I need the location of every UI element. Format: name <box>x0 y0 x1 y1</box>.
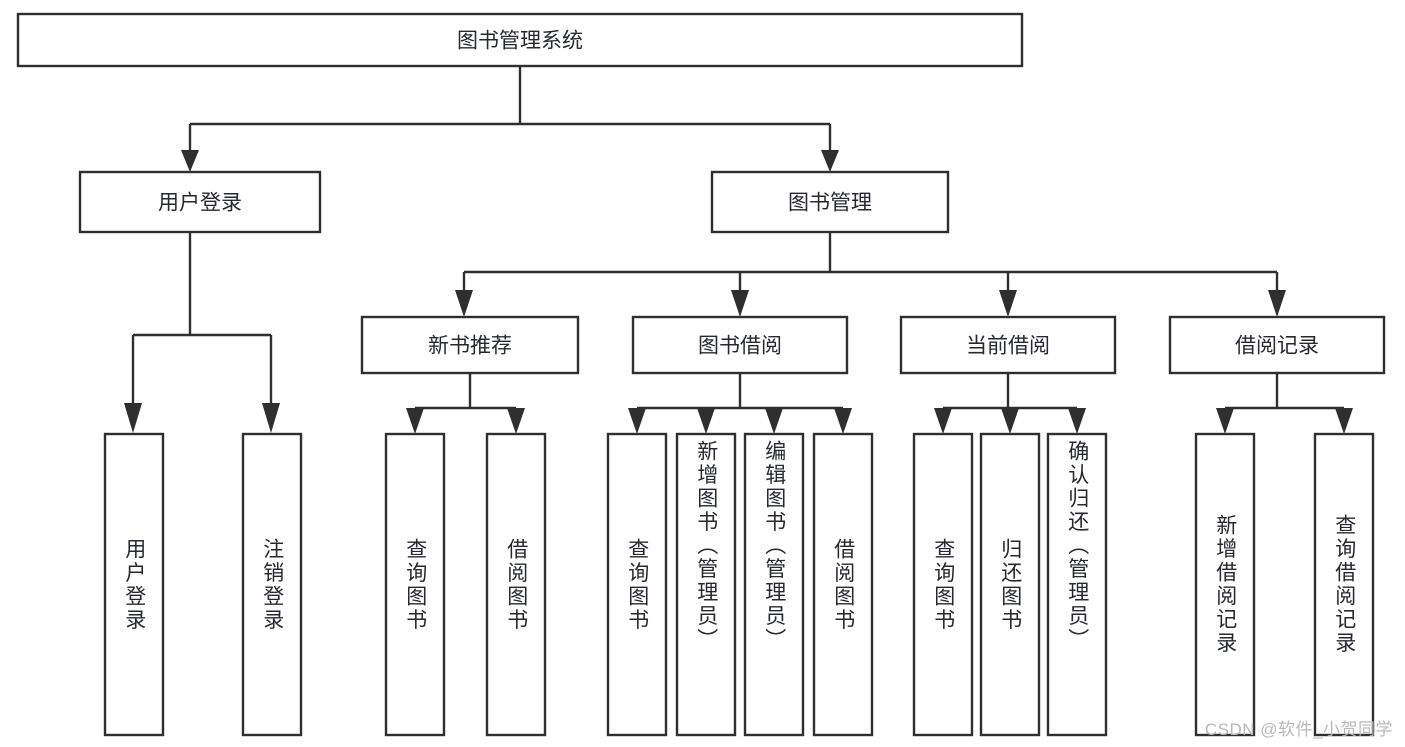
arrow-borrow-record-leaf-2 <box>1335 408 1353 434</box>
node-root-box[interactable] <box>16 12 1024 68</box>
arrow-current-borrow-leaf-3 <box>1068 408 1086 434</box>
leaf-box-current-borrow-3[interactable] <box>1046 432 1108 737</box>
node-root-label: 图书管理系统 <box>457 30 583 53</box>
node-layer: 图书管理系统 用户登录 图书管理 新书推荐 图书借阅 当前借阅 借阅记录 <box>16 12 1386 737</box>
node-user-login-box[interactable] <box>78 170 322 234</box>
arrow-to-user-login <box>181 150 199 172</box>
leaf-box-book-borrow-3[interactable] <box>743 432 805 737</box>
node-book-borrow-box[interactable] <box>631 315 849 375</box>
arrow-to-borrow-record <box>1268 290 1286 317</box>
arrow-book-borrow-leaf-1 <box>628 408 646 434</box>
leaf-box-book-borrow-1[interactable] <box>606 432 668 737</box>
leaf-box-book-borrow-4[interactable] <box>812 432 874 737</box>
arrow-book-borrow-leaf-3 <box>765 408 783 434</box>
arrow-new-book-leaf-2 <box>507 408 525 434</box>
arrow-user-login-leaf-1 <box>124 403 142 433</box>
node-borrow-record-box[interactable] <box>1168 315 1386 375</box>
node-new-book-recommend-box[interactable] <box>360 315 580 375</box>
arrow-new-book-leaf-1 <box>406 408 424 434</box>
arrow-to-current-borrow <box>999 290 1017 317</box>
leaf-box-borrow-record-1[interactable] <box>1194 432 1256 737</box>
node-new-book-recommend-label: 新书推荐 <box>428 335 512 358</box>
node-current-borrow-label: 当前借阅 <box>966 335 1050 358</box>
leaf-box-current-borrow-1[interactable] <box>912 432 974 737</box>
node-user-login-label: 用户登录 <box>158 192 242 215</box>
arrow-user-login-leaf-2 <box>262 403 280 433</box>
leaf-box-current-borrow-2[interactable] <box>979 432 1041 737</box>
node-book-borrow-label: 图书借阅 <box>698 335 782 358</box>
node-book-manage-label: 图书管理 <box>788 192 872 215</box>
leaf-box-new-book-2[interactable] <box>485 432 547 737</box>
leaf-box-book-borrow-2[interactable] <box>675 432 737 737</box>
arrow-current-borrow-leaf-1 <box>934 408 952 434</box>
node-borrow-record-label: 借阅记录 <box>1235 335 1319 358</box>
arrow-current-borrow-leaf-2 <box>1001 408 1019 434</box>
arrow-to-book-borrow <box>731 290 749 317</box>
node-book-manage-box[interactable] <box>710 170 950 234</box>
arrow-to-new-book <box>455 290 473 317</box>
leaf-box-new-book-1[interactable] <box>384 432 446 737</box>
arrow-book-borrow-leaf-2 <box>697 408 715 434</box>
arrow-borrow-record-leaf-1 <box>1216 408 1234 434</box>
arrow-book-borrow-leaf-4 <box>834 408 852 434</box>
leaf-box-user-login-2[interactable] <box>241 432 303 737</box>
node-current-borrow-box[interactable] <box>899 315 1117 375</box>
leaf-box-borrow-record-2[interactable] <box>1313 432 1375 737</box>
arrow-to-book-manage <box>821 150 839 172</box>
connector-layer <box>124 66 1353 434</box>
csdn-watermark: CSDN @软件_小贺同学 <box>1204 720 1393 739</box>
leaf-box-user-login-1[interactable] <box>103 432 165 737</box>
